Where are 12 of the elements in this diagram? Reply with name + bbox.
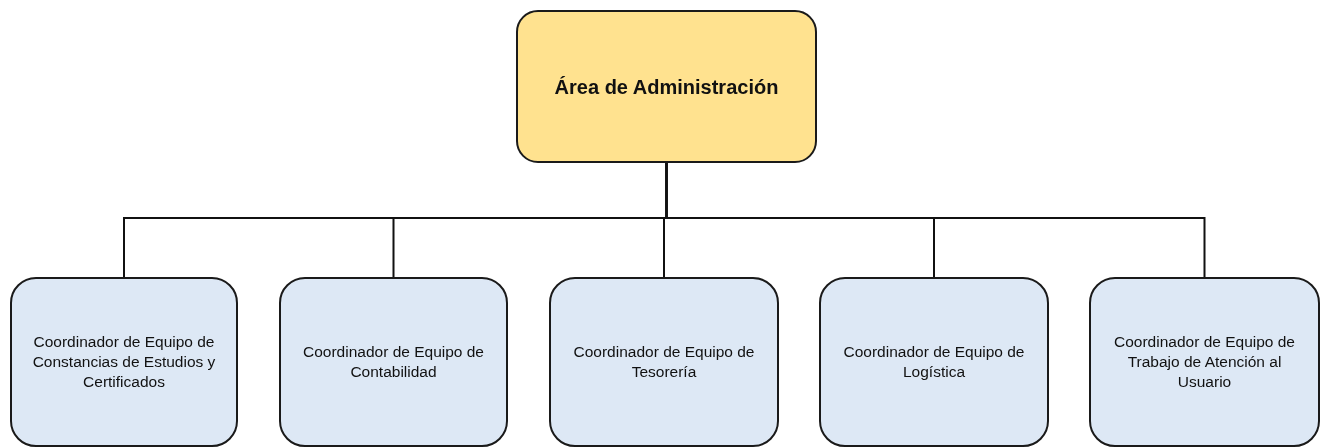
- team-label: Coordinador de Equipo de Constancias de Estudios y Certificados: [31, 331, 217, 393]
- team-box: [819, 277, 1049, 447]
- team-box: [1089, 277, 1320, 447]
- area-title: Área de Administración: [554, 74, 779, 100]
- head-box: [516, 10, 817, 163]
- team-label: Coordinador de Equipo de Logística: [842, 341, 1026, 382]
- team-box: [549, 277, 779, 447]
- team-label: Coordinador de Equipo de Trabajo de Atención al Usuario: [1113, 331, 1296, 393]
- team-label: Coordinador de Equipo de Tesorería: [572, 341, 756, 382]
- team-box: [279, 277, 508, 447]
- team-box: [10, 277, 238, 447]
- team-label: Coordinador de Equipo de Contabilidad: [302, 341, 485, 382]
